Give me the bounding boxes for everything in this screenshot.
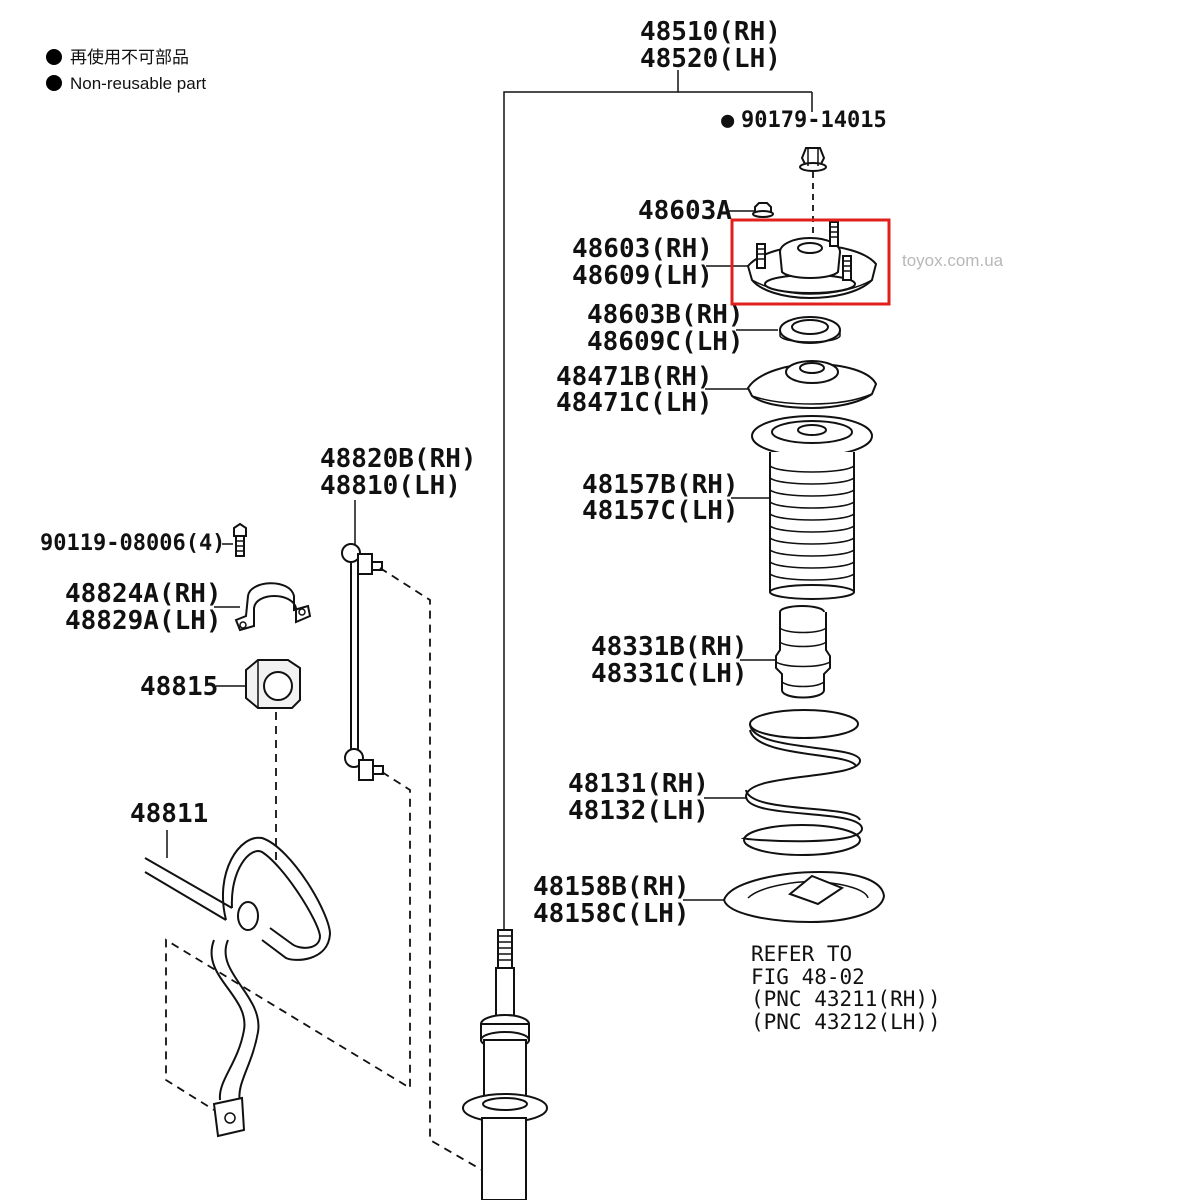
bushing-bracket-label: 48824A(RH) 48829A(LH) (65, 579, 240, 636)
refer-note-line-3: (PNC 43211(RH)) (751, 987, 941, 1011)
legend-cn-text: 再使用不可部品 (70, 47, 189, 67)
part-number-strut-lh: 48520(LH) (640, 44, 781, 74)
bullet-icon (46, 75, 62, 91)
boot-label: 48157B(RH) 48157C(LH) (582, 470, 770, 526)
coil-spring-label: 48131(RH) 48132(LH) (568, 769, 746, 826)
part-number-boot-lh: 48157C(LH) (582, 496, 739, 526)
part-number-bracket-rh: 48824A(RH) (65, 579, 222, 609)
part-number-link-lh: 48810(LH) (320, 471, 461, 501)
part-number-strut-rh: 48510(RH) (640, 17, 781, 47)
legend-en-text: Non-reusable part (70, 74, 206, 93)
part-number-stabilizer-bar: 48811 (130, 799, 208, 829)
strut-mount (746, 221, 878, 300)
stabilizer-bushing (245, 659, 301, 709)
dust-boot (751, 415, 873, 600)
part-number-coil-spring-lh: 48132(LH) (568, 796, 709, 826)
bearing-label: 48603B(RH) 48609C(LH) (587, 300, 778, 357)
part-number-spring-seat-lh: 48471C(LH) (556, 388, 713, 418)
strut-leader-lines (503, 70, 813, 930)
flange-nut (799, 147, 827, 240)
spring-seat-label: 48471B(RH) 48471C(LH) (556, 362, 748, 418)
assembly-guide-lines (165, 567, 483, 1171)
bushing-bracket (234, 582, 312, 632)
non-reusable-bullet-icon: ● (721, 108, 735, 133)
refer-note-line-1: REFER TO (751, 942, 852, 966)
bump-stop-label: 48331B(RH) 48331C(LH) (591, 632, 778, 689)
part-number-link-rh: 48820B(RH) (320, 444, 477, 474)
shock-absorber (462, 929, 548, 1200)
bump-stop (775, 605, 831, 699)
bracket-bolt (222, 522, 247, 557)
part-number-bump-stop-rh: 48331B(RH) (591, 632, 748, 662)
bushing-label: 48815 (140, 672, 246, 702)
part-number-bearing-rh: 48603B(RH) (587, 300, 744, 330)
part-number-bearing-lh: 48609C(LH) (587, 327, 744, 357)
watermark: toyox.com.ua (902, 251, 1004, 270)
mount-label: 48603(RH) 48609(LH) (572, 234, 748, 291)
upper-spring-seat (746, 360, 878, 410)
part-number-bushing: 48815 (140, 672, 218, 702)
refer-note-line-2: FIG 48-02 (751, 965, 865, 989)
part-number-boot-rh: 48157B(RH) (582, 470, 739, 500)
part-number-bracket-lh: 48829A(LH) (65, 606, 222, 636)
part-number-nut: 90179-14015 (741, 108, 887, 133)
strut-bearing (779, 316, 841, 344)
bullet-icon (46, 49, 62, 65)
part-number-bump-stop-lh: 48331C(LH) (591, 659, 748, 689)
part-number-coil-spring-rh: 48131(RH) (568, 769, 709, 799)
part-number-mount-rh: 48603(RH) (572, 234, 713, 264)
mount-small-bolt (752, 202, 774, 218)
part-number-spring-seat-rh: 48471B(RH) (556, 362, 713, 392)
stabilizer-link-label: 48820B(RH) 48810(LH) (320, 444, 477, 545)
refer-note: REFER TO FIG 48-02 (PNC 43211(RH)) (PNC … (751, 942, 941, 1034)
part-number-mount-bolt: 48603A (638, 196, 732, 226)
refer-note-line-4: (PNC 43212(LH)) (751, 1010, 941, 1034)
stabilizer-bar (144, 836, 332, 1138)
strut-label: 48510(RH) 48520(LH) (640, 17, 781, 74)
lower-spring-insulator (722, 870, 886, 924)
highlight-frame (730, 218, 891, 306)
part-number-insulator-rh: 48158B(RH) (533, 872, 690, 902)
nut-label: ● 90179-14015 (721, 108, 887, 133)
spring-insulator-label: 48158B(RH) 48158C(LH) (533, 872, 724, 929)
part-number-bracket-bolt: 90119-08006(4) (40, 531, 225, 556)
part-number-insulator-lh: 48158C(LH) (533, 899, 690, 929)
stabilizer-link (341, 543, 384, 781)
stabilizer-bar-label: 48811 (130, 799, 208, 858)
part-number-mount-lh: 48609(LH) (572, 261, 713, 291)
coil-spring (741, 709, 864, 856)
legend: 再使用不可部品 Non-reusable part (46, 47, 206, 93)
